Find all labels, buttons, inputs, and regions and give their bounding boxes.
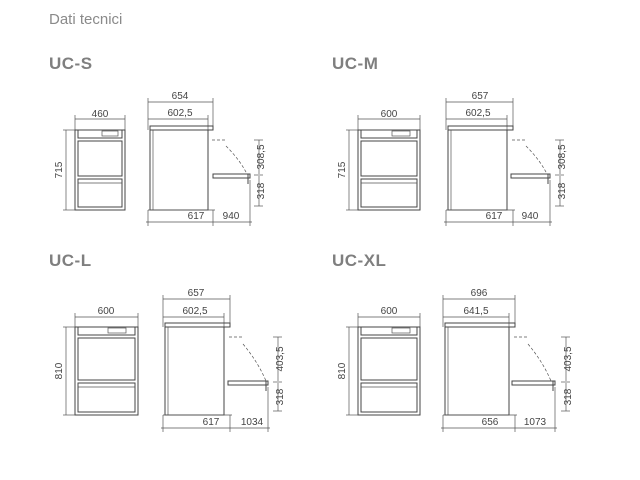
side-total-depth-uc-s: 654	[172, 91, 189, 102]
side-view-uc-s: 654 602,5 308,5 318 617 940	[146, 91, 267, 226]
front-width-uc-m: 600	[381, 109, 398, 120]
side-bottom-right-uc-xl: 1073	[524, 417, 547, 428]
side-door-upper-uc-l: 403,5	[275, 346, 286, 371]
front-view-uc-xl: 600 810	[337, 306, 421, 416]
side-body-depth-uc-xl: 641,5	[463, 306, 488, 317]
front-height-uc-m: 715	[337, 161, 348, 178]
side-bottom-right-uc-m: 940	[522, 211, 539, 222]
side-total-depth-uc-m: 657	[472, 91, 489, 102]
side-total-depth-uc-l: 657	[188, 288, 205, 299]
model-title-uc-xl: UC-XL	[332, 251, 387, 270]
model-title-uc-m: UC-M	[332, 54, 379, 73]
front-view-uc-l: 600 810	[54, 306, 139, 416]
side-body-depth-uc-s: 602,5	[167, 108, 192, 119]
front-width-uc-l: 600	[98, 306, 115, 317]
side-view-uc-l: 657 602,5 403,5 318 617 1034	[161, 288, 286, 432]
front-width-uc-s: 460	[92, 109, 109, 120]
side-bottom-left-uc-m: 617	[486, 211, 503, 222]
model-title-uc-l: UC-L	[49, 251, 92, 270]
side-bottom-left-uc-s: 617	[188, 211, 205, 222]
front-width-uc-xl: 600	[381, 306, 398, 317]
front-height-uc-l: 810	[54, 362, 65, 379]
side-door-upper-uc-xl: 403,5	[563, 346, 574, 371]
side-bottom-right-uc-l: 1034	[241, 417, 264, 428]
side-total-depth-uc-xl: 696	[471, 288, 488, 299]
page-title: Dati tecnici	[49, 11, 123, 28]
side-view-uc-m: 657 602,5 308,5 318 617 940	[444, 91, 568, 226]
side-door-lower-uc-m: 318	[557, 182, 568, 199]
side-door-lower-uc-xl: 318	[563, 388, 574, 405]
side-door-upper-uc-m: 308,5	[557, 144, 568, 169]
side-view-uc-xl: 696 641,5 403,5 318 656 1073	[441, 288, 574, 432]
side-bottom-right-uc-s: 940	[223, 211, 240, 222]
side-body-depth-uc-l: 602,5	[182, 306, 207, 317]
front-view-uc-m: 600 715	[337, 109, 421, 211]
side-body-depth-uc-m: 602,5	[465, 108, 490, 119]
model-title-uc-s: UC-S	[49, 54, 93, 73]
front-height-uc-xl: 810	[337, 362, 348, 379]
side-bottom-left-uc-xl: 656	[482, 417, 499, 428]
front-view-uc-s: 460 715	[54, 109, 126, 211]
side-door-upper-uc-s: 308,5	[256, 144, 267, 169]
side-bottom-left-uc-l: 617	[203, 417, 220, 428]
front-height-uc-s: 715	[54, 161, 65, 178]
side-door-lower-uc-s: 318	[256, 182, 267, 199]
side-door-lower-uc-l: 318	[275, 388, 286, 405]
